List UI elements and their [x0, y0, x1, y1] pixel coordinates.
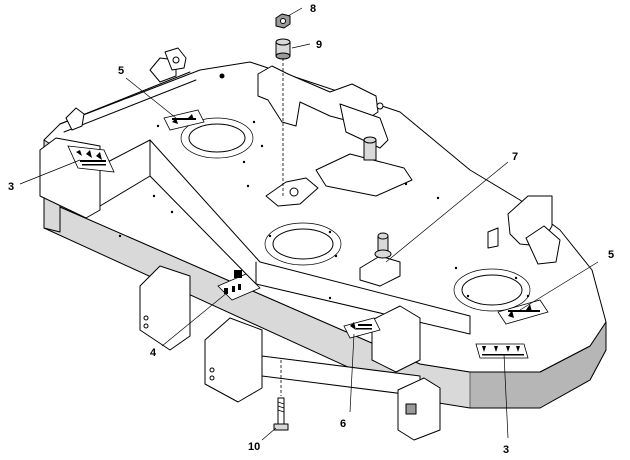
- idler-mount: [265, 153, 413, 287]
- right-rear-bracket: [487, 195, 561, 265]
- callout-3-left-label: 3: [8, 181, 14, 193]
- callout-6: 6: [340, 333, 355, 430]
- callout-5-left-label: 5: [118, 65, 124, 77]
- callout-9-label: 9: [316, 39, 322, 51]
- spacer-icon: [275, 38, 291, 60]
- callout-4: 4: [150, 291, 229, 359]
- callout-10: 10: [248, 427, 277, 453]
- callout-10-label: 10: [248, 441, 260, 453]
- callout-5-left: 5: [118, 65, 177, 119]
- callouts: 8 9 5 3 7 5 4 6: [8, 3, 614, 456]
- front-bumper: [139, 265, 441, 441]
- callout-5-right-label: 5: [608, 249, 614, 261]
- spindle-stud: [374, 232, 392, 259]
- decals: [67, 109, 549, 359]
- spindle-openings: [180, 117, 531, 312]
- callout-3-left: 3: [8, 159, 81, 193]
- belt-guide-bracket: [257, 65, 389, 161]
- callout-6-label: 6: [340, 418, 346, 430]
- deck-baffle: [99, 139, 471, 335]
- decal-5-left: [163, 109, 205, 131]
- callout-7: 7: [385, 151, 518, 263]
- decal-6: [343, 317, 381, 339]
- callout-8: 8: [287, 3, 316, 17]
- decal-4: [217, 270, 261, 301]
- callout-7-label: 7: [512, 151, 518, 163]
- bolt-icon: [273, 397, 289, 431]
- callout-3-right: 3: [503, 353, 509, 456]
- hardware: [273, 13, 291, 431]
- deck-dots: [118, 73, 530, 300]
- decal-3-left: [67, 145, 115, 173]
- callout-8-label: 8: [310, 3, 316, 15]
- callout-3-right-label: 3: [503, 444, 509, 456]
- callout-5-right: 5: [519, 249, 614, 311]
- decal-5-right: [497, 299, 549, 325]
- callout-9: 9: [291, 39, 322, 51]
- callout-4-label: 4: [150, 347, 157, 359]
- decal-3-right: [475, 343, 529, 359]
